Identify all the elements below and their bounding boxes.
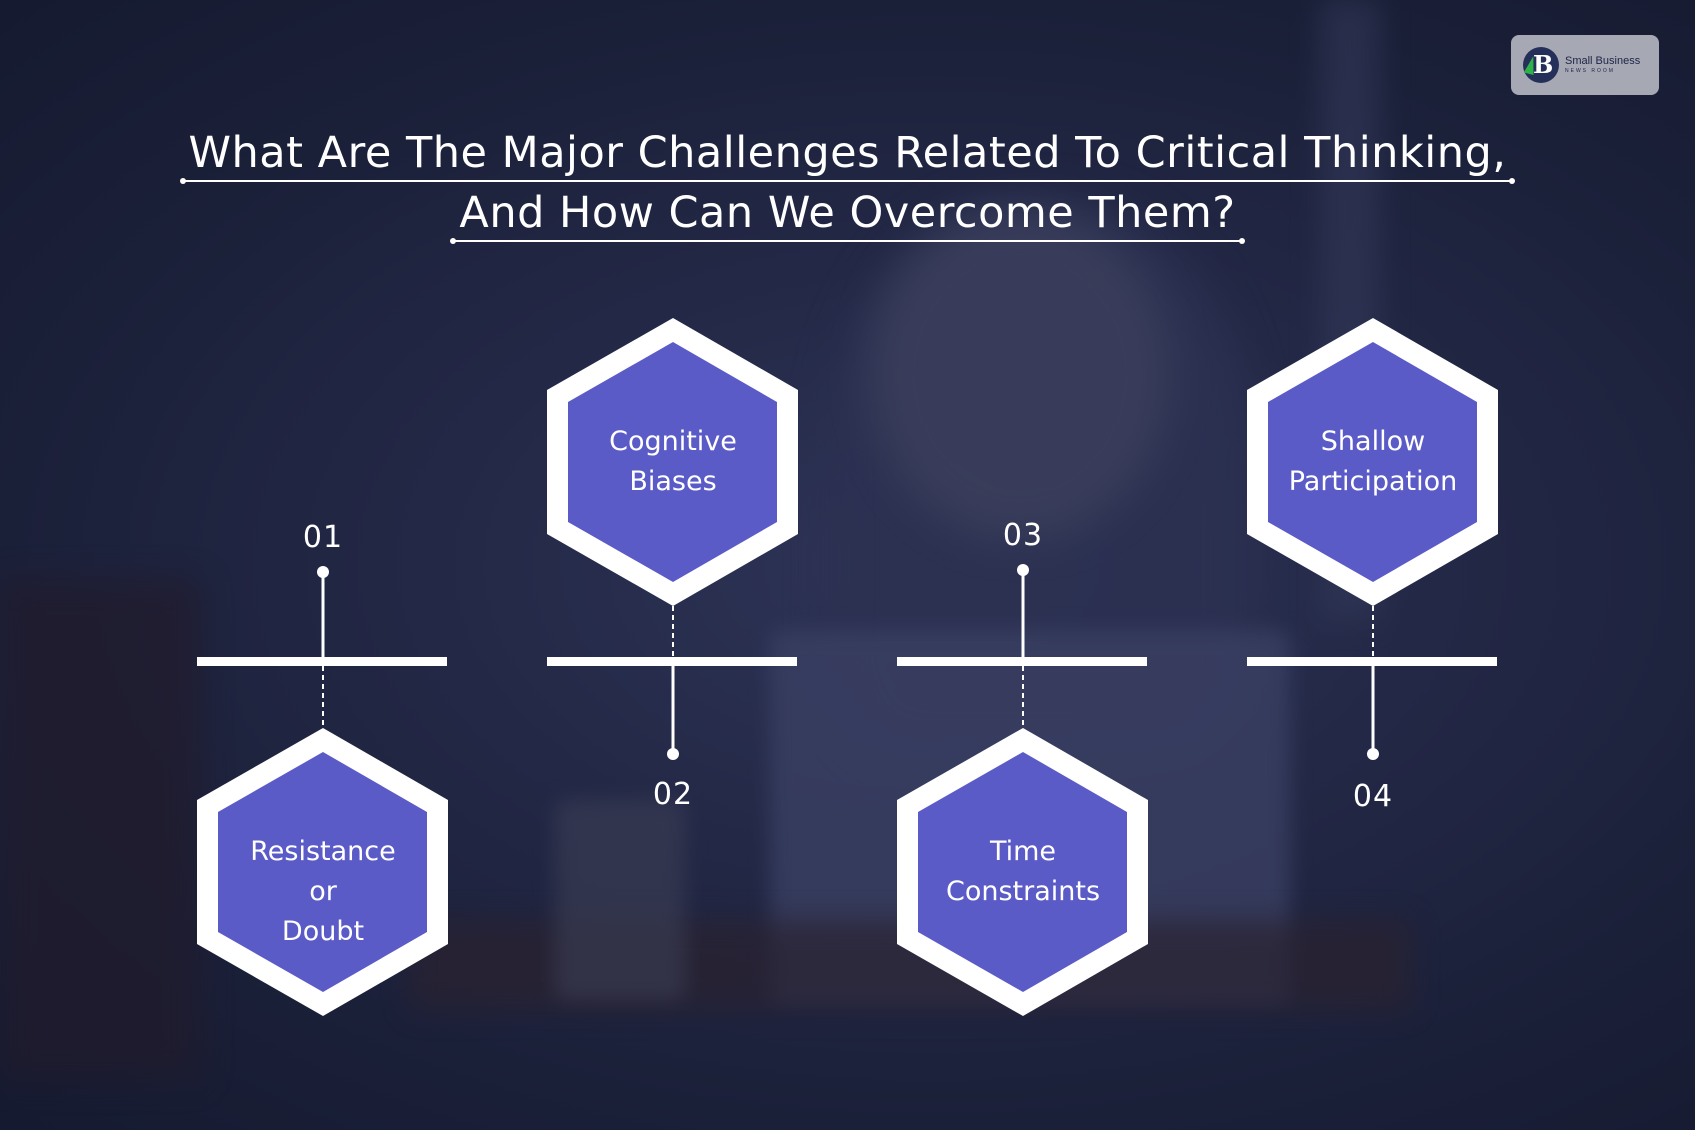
person-head xyxy=(870,210,1170,540)
logo-sub: NEWS ROOM xyxy=(1565,68,1615,74)
timeline-segment-3 xyxy=(897,657,1147,666)
step-number-3: 03 xyxy=(1002,518,1044,553)
step-label-2-line-1: Cognitive xyxy=(609,426,737,457)
timeline-segment-4 xyxy=(1247,657,1497,666)
logo-icon: B xyxy=(1523,47,1559,83)
step-label-1: Resistance or Doubt xyxy=(233,832,413,952)
connector-dot-3 xyxy=(1017,564,1029,576)
cup-shape xyxy=(555,800,685,1000)
hexagon-inner-2 xyxy=(568,342,777,582)
title-text-2: And How Can We Overcome Them? xyxy=(450,192,1245,244)
connector-dot-4 xyxy=(1367,748,1379,760)
step-number-1: 01 xyxy=(302,520,344,555)
hexagon-inner-3 xyxy=(918,752,1127,992)
step-label-4: Shallow Participation xyxy=(1283,422,1463,502)
step-label-3-line-2: Constraints xyxy=(945,876,1101,907)
step-number-2: 02 xyxy=(652,777,694,812)
timeline-segment-1 xyxy=(197,657,447,666)
chair-shape xyxy=(0,580,200,1080)
timeline-segment-2 xyxy=(547,657,797,666)
title-line-1: What Are The Major Challenges Related To… xyxy=(0,132,1695,184)
step-label-2: Cognitive Biases xyxy=(583,422,763,502)
step-label-1-line-1: Resistance or xyxy=(250,836,396,907)
hexagon-inner-4 xyxy=(1268,342,1477,582)
step-label-3-line-1: Time xyxy=(989,836,1057,867)
logo-name: Small Business xyxy=(1565,55,1641,67)
connector-dot-2 xyxy=(667,748,679,760)
hexagon-inner-1 xyxy=(218,752,427,992)
step-label-1-line-2: Doubt xyxy=(281,916,365,947)
step-label-3: Time Constraints xyxy=(933,832,1113,912)
brand-logo: B Small Business NEWS ROOM xyxy=(1511,35,1659,95)
connector-dot-1 xyxy=(317,566,329,578)
step-label-2-line-2: Biases xyxy=(629,466,717,497)
step-number-4: 04 xyxy=(1352,779,1394,814)
title-line-2: And How Can We Overcome Them? xyxy=(0,192,1695,244)
step-label-4-line-1: Shallow xyxy=(1320,426,1426,457)
title-text-1: What Are The Major Challenges Related To… xyxy=(179,132,1516,184)
step-label-4-line-2: Participation xyxy=(1288,466,1458,497)
logo-text: Small Business NEWS ROOM xyxy=(1565,56,1640,74)
